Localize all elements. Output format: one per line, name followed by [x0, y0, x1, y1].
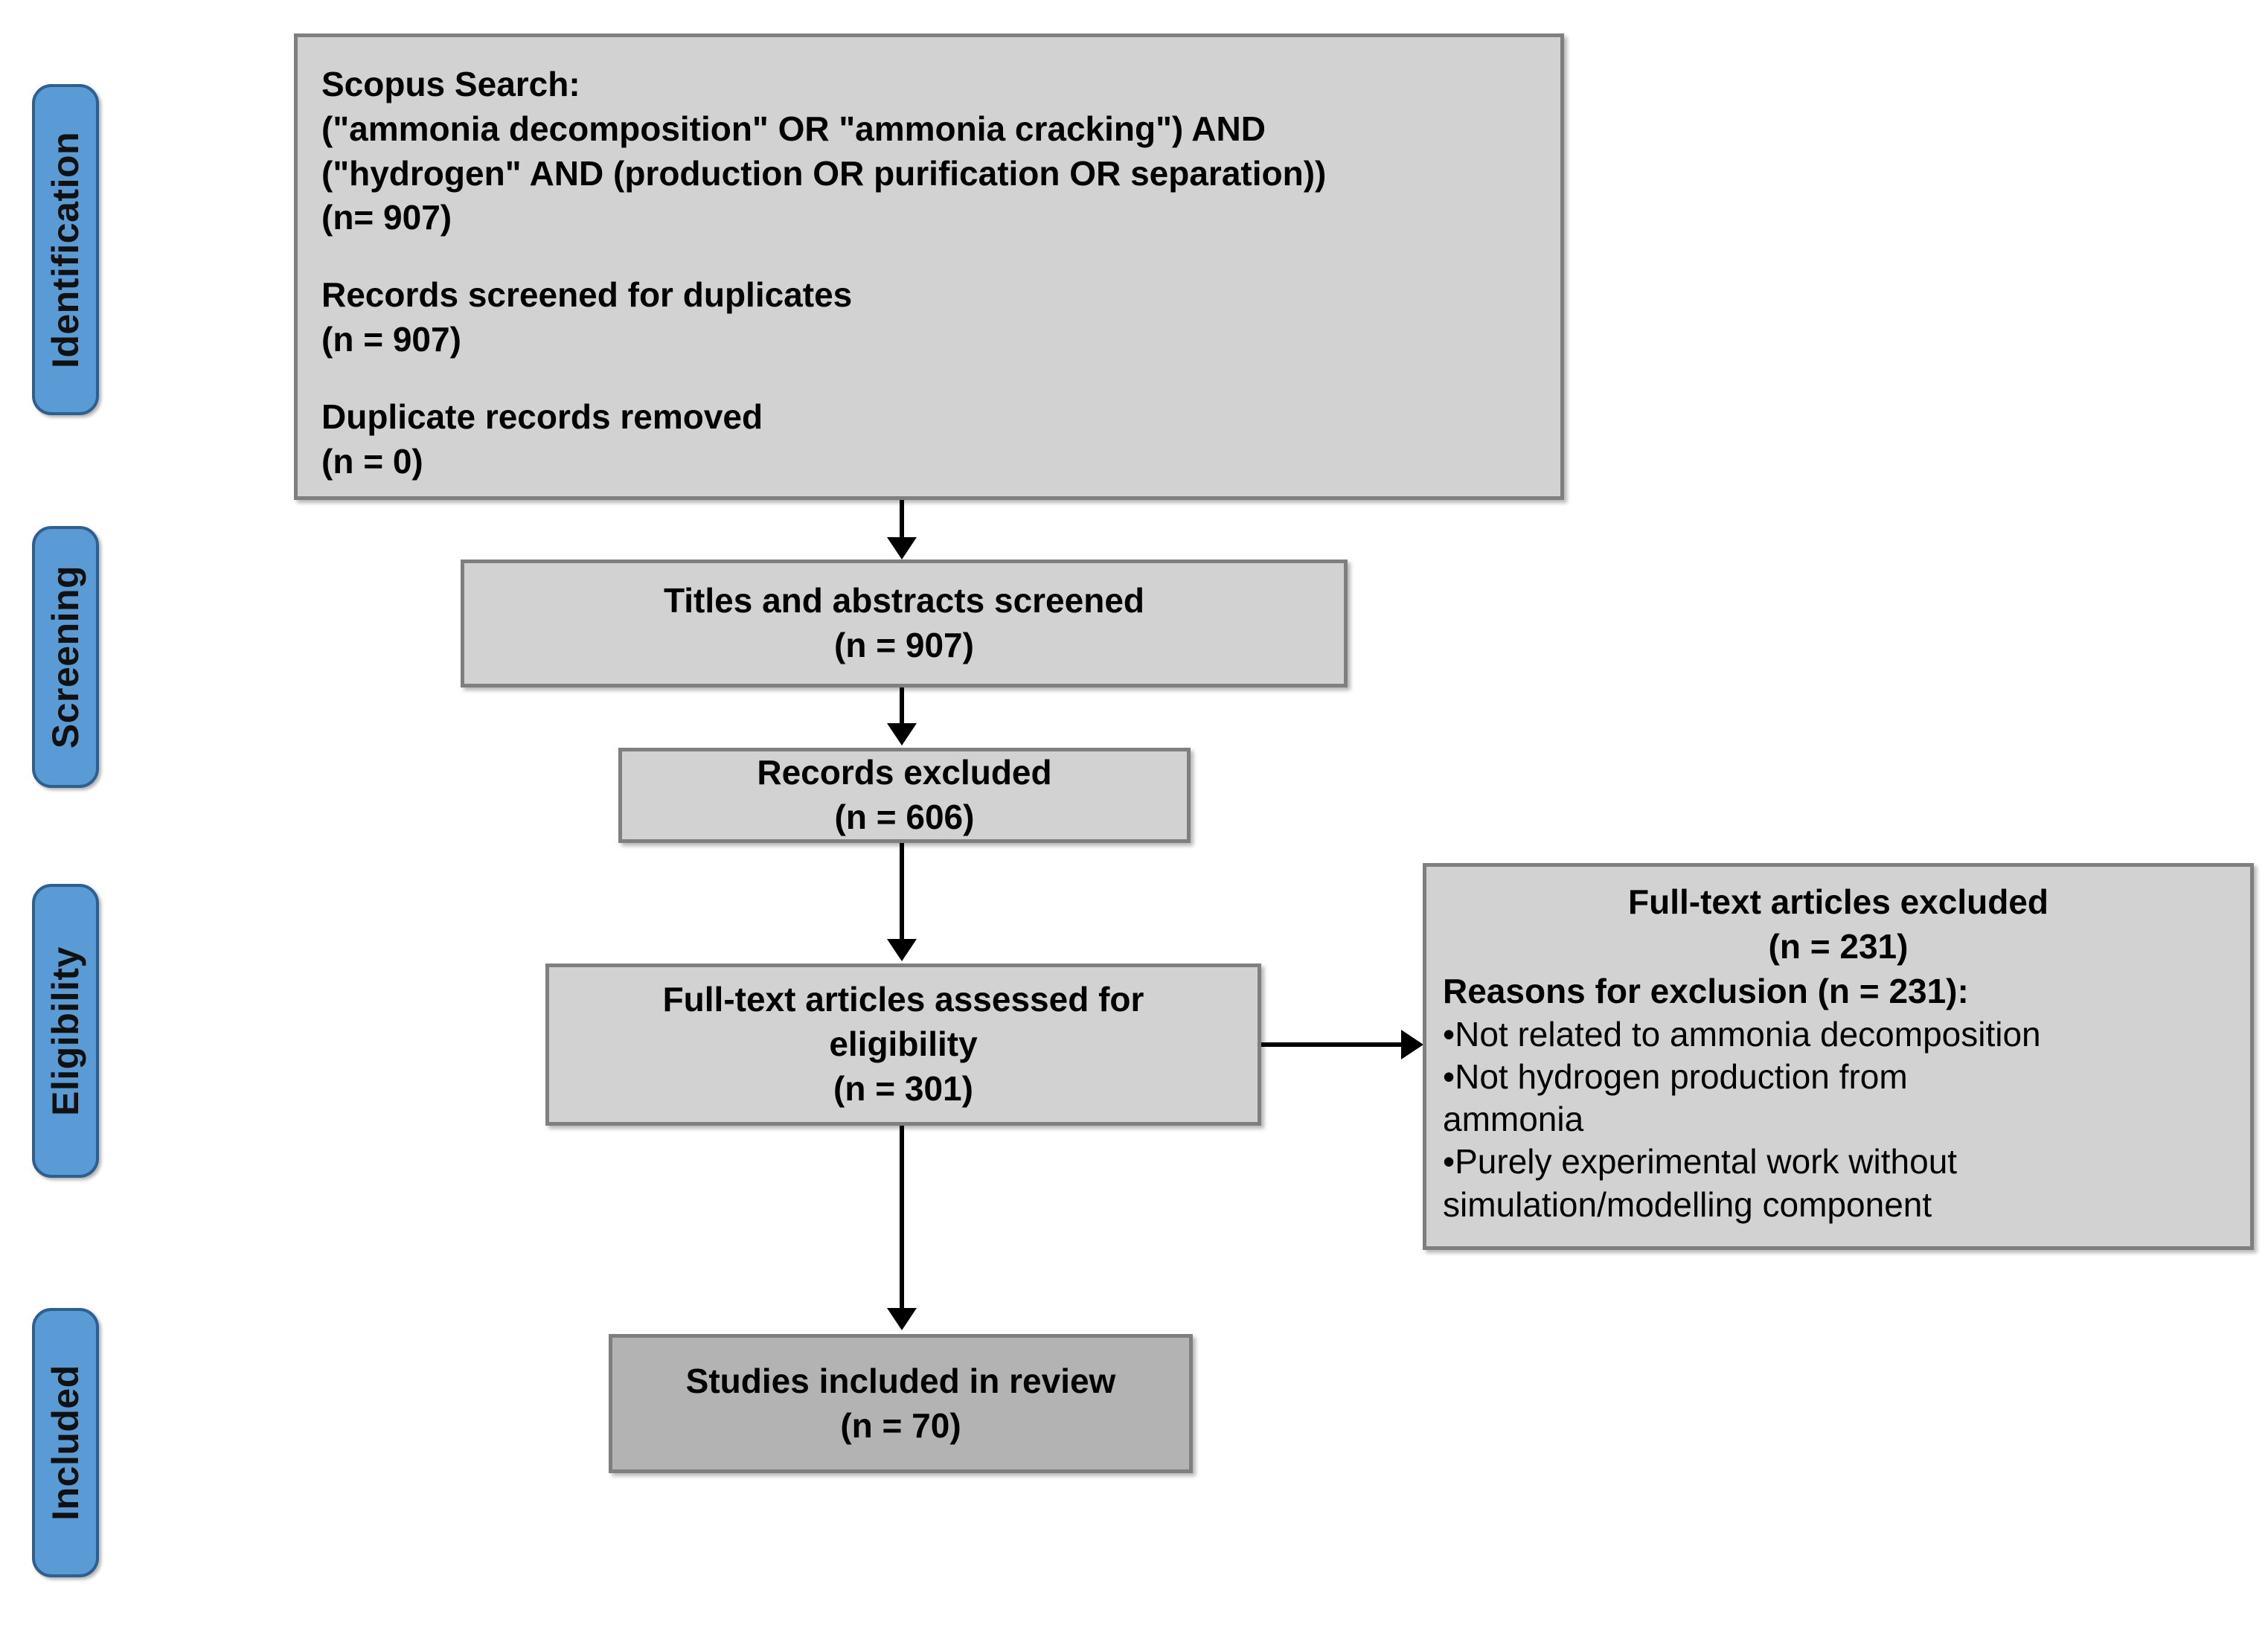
fulltext-assessed-label-line-2: eligibility: [829, 1025, 978, 1064]
records-excluded-label: Records excluded: [757, 753, 1052, 792]
fulltext-assessed-label-line-1: Full-text articles assessed for: [662, 980, 1144, 1019]
scopus-records-count: (n= 907): [321, 198, 452, 237]
titles-screened-label: Titles and abstracts screened: [664, 581, 1144, 621]
stage-label-identification-text: Identification: [45, 131, 87, 368]
stage-label-screening-text: Screening: [45, 565, 86, 749]
exclusion-reason-3: •Purely experimental work without simula…: [1443, 1142, 1958, 1224]
stage-label-included-text: Included: [45, 1365, 87, 1521]
box-studies-included: Studies included in review (n = 70): [609, 1334, 1193, 1473]
fulltext-assessed-count: (n = 301): [833, 1068, 973, 1108]
arrowhead-screened-to-excluded: [887, 723, 917, 746]
records-screened-duplicates-count: (n = 907): [321, 319, 461, 359]
studies-included-count: (n = 70): [840, 1405, 961, 1445]
connector-excluded-to-fulltext: [900, 843, 904, 941]
stage-label-eligibility-text: Eligibility: [45, 946, 86, 1116]
stage-label-included: Included: [32, 1308, 99, 1577]
fulltext-excluded-count: (n = 231): [1768, 926, 1909, 966]
arrowhead-fulltext-to-included: [887, 1308, 917, 1330]
scopus-search-label: Scopus Search:: [321, 65, 580, 103]
box-records-excluded: Records excluded (n = 606): [618, 748, 1191, 843]
scopus-query-line-1: ("ammonia decomposition" OR "ammonia cra…: [321, 109, 1266, 148]
duplicate-records-removed-label: Duplicate records removed: [321, 397, 763, 436]
exclusion-reason-2: •Not hydrogen production from ammonia: [1443, 1057, 1908, 1139]
connector-identification-to-screened: [900, 500, 904, 543]
scopus-query-line-2: ("hydrogen" AND (production OR purificat…: [321, 153, 1327, 193]
stage-label-identification: Identification: [32, 84, 99, 415]
spacer-2: [321, 362, 1537, 395]
duplicate-records-removed-count: (n = 0): [321, 441, 423, 481]
studies-included-label: Studies included in review: [685, 1361, 1116, 1400]
connector-screened-to-excluded: [900, 687, 904, 726]
records-screened-duplicates-label: Records screened for duplicates: [321, 275, 853, 315]
stage-label-screening: Screening: [32, 526, 99, 788]
box-fulltext-excluded: Full-text articles excluded (n = 231) Re…: [1423, 863, 2254, 1250]
records-excluded-count: (n = 606): [834, 798, 975, 836]
spacer-1: [321, 240, 1537, 273]
box-titles-abstracts-screened: Titles and abstracts screened (n = 907): [461, 560, 1348, 687]
box-identification: Scopus Search: ("ammonia decomposition" …: [294, 33, 1564, 500]
connector-fulltext-to-included: [900, 1126, 904, 1310]
arrowhead-excluded-to-fulltext: [887, 939, 917, 961]
reasons-for-exclusion-title: Reasons for exclusion (n = 231):: [1443, 971, 1969, 1010]
box-fulltext-assessed: Full-text articles assessed for eligibil…: [545, 964, 1261, 1126]
arrowhead-identification-to-screened: [887, 537, 917, 560]
arrowhead-fulltext-to-excluded-reasons: [1401, 1030, 1423, 1059]
fulltext-excluded-heading: Full-text articles excluded: [1628, 882, 2048, 921]
connector-fulltext-to-excluded-reasons: [1261, 1042, 1404, 1047]
exclusion-reason-1: •Not related to ammonia decomposition: [1443, 1015, 2041, 1054]
titles-screened-count: (n = 907): [834, 626, 974, 664]
stage-label-eligibility: Eligibility: [32, 884, 99, 1178]
